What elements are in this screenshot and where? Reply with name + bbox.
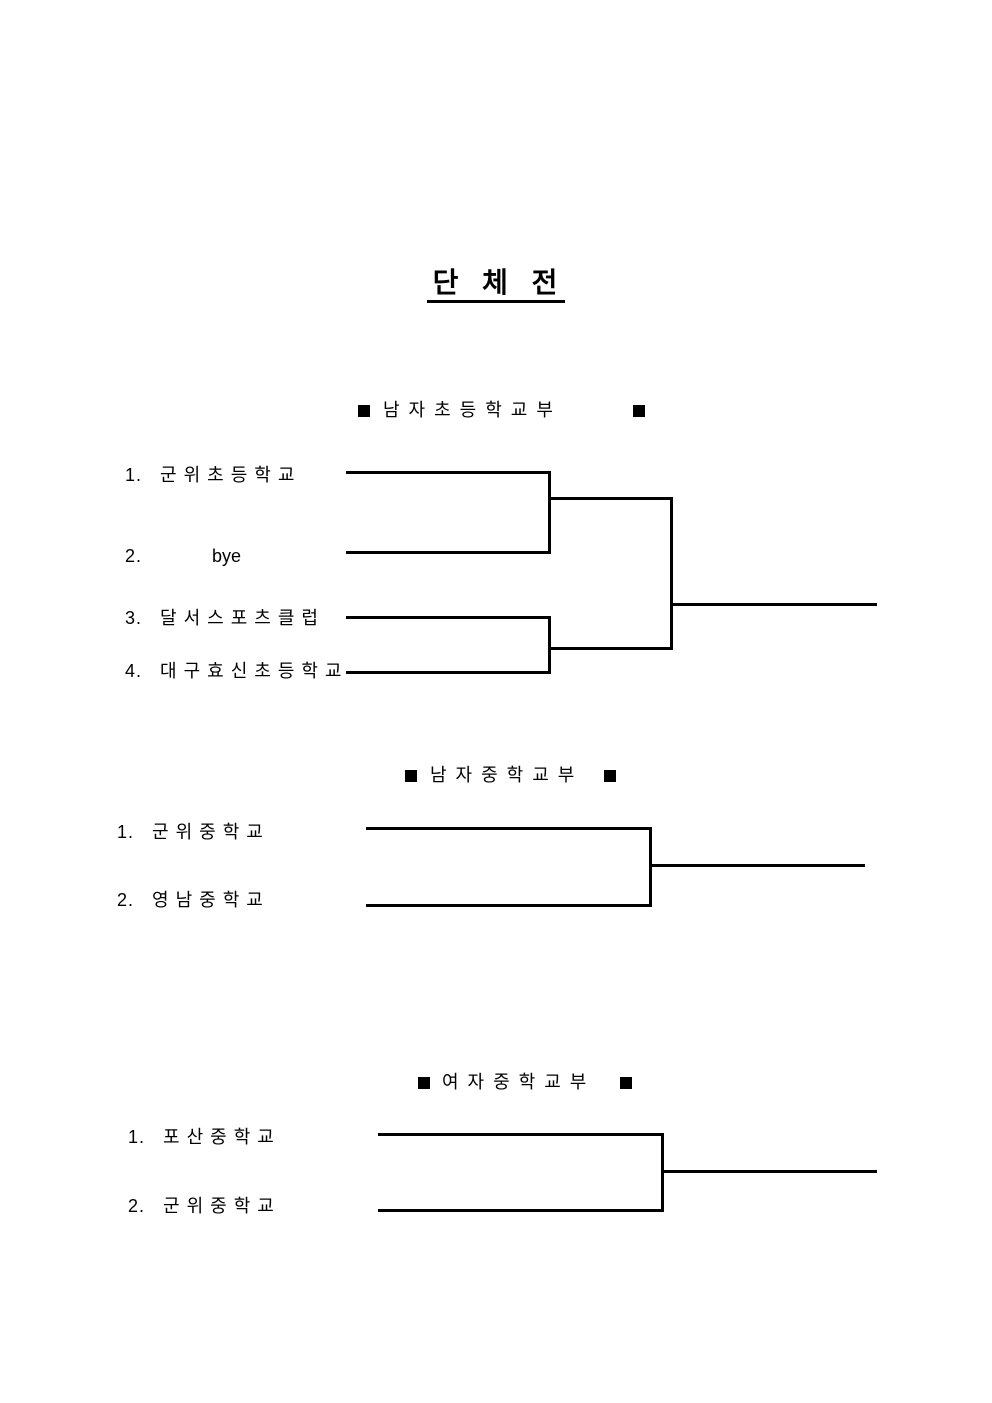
entry-number: 4. [125,661,143,681]
bracket-connector-final [661,1133,664,1212]
bullet-square-icon [405,769,417,782]
page-title: 단 체 전 [0,268,992,303]
entry-number: 1. [125,465,143,485]
section-header-label: 남 자 초 등 학 교 부 [383,400,555,420]
bracket-entry: 2. 군위중학교 [128,1195,281,1217]
bracket-line-seed3 [346,616,551,619]
entry-number: 1. [117,822,135,842]
bracket-line-semifinal-top [551,497,673,500]
bracket-entry: 3. 달서스포츠클럽 [125,607,325,629]
entry-number: 2. [117,890,135,910]
bracket-line-seed1 [378,1133,664,1136]
bracket-entry: 1. 군위중학교 [117,821,270,843]
team-name: 달서스포츠클럽 [160,608,325,628]
bracket-line-semifinal-bottom [551,647,673,650]
entry-number: 2. [128,1196,146,1216]
section-header-boys-middle: 남 자 중 학 교 부 [405,765,617,786]
team-name: 포산중학교 [163,1127,281,1147]
team-name: 군위초등학교 [160,465,302,485]
bracket-connector-final [649,827,652,907]
team-name: 대구효신초등학교 [160,661,349,681]
page-title-text: 단 체 전 [426,268,566,303]
bracket-entry: 2. 영남중학교 [117,889,270,911]
bracket-entry: 1. 군위초등학교 [125,464,301,486]
team-name: bye [212,546,242,566]
entry-number: 2. [125,546,143,566]
bracket-line-seed4 [346,671,551,674]
section-header-label: 여 자 중 학 교 부 [442,1072,589,1092]
team-name: 영남중학교 [152,890,270,910]
bracket-line-seed2 [378,1209,664,1212]
section-header-label: 남 자 중 학 교 부 [430,765,577,785]
entry-number: 3. [125,608,143,628]
bullet-square-icon [358,404,370,417]
bracket-connector-final [670,497,673,650]
bracket-line-seed1 [346,471,551,474]
bracket-entry: 2. bye [125,545,241,567]
bracket-line-seed2 [366,904,652,907]
bracket-line-winner [652,864,865,867]
team-name: 군위중학교 [163,1196,281,1216]
bracket-line-winner [664,1170,877,1173]
team-name: 군위중학교 [152,822,270,842]
section-header-girls-middle: 여 자 중 학 교 부 [418,1072,633,1093]
bullet-square-icon [604,769,617,782]
bracket-connector-match1 [548,471,551,554]
entry-number: 1. [128,1127,146,1147]
bracket-line-seed1 [366,827,652,830]
section-header-boys-elementary: 남 자 초 등 학 교 부 [358,400,645,421]
bracket-entry: 1. 포산중학교 [128,1126,281,1148]
bracket-entry: 4. 대구효신초등학교 [125,660,349,682]
bullet-square-icon [632,404,645,417]
bullet-square-icon [418,1076,430,1089]
bracket-line-winner [673,603,877,606]
bracket-line-seed2 [346,551,551,554]
bullet-square-icon [620,1076,633,1089]
bracket-connector-match2 [548,616,551,674]
